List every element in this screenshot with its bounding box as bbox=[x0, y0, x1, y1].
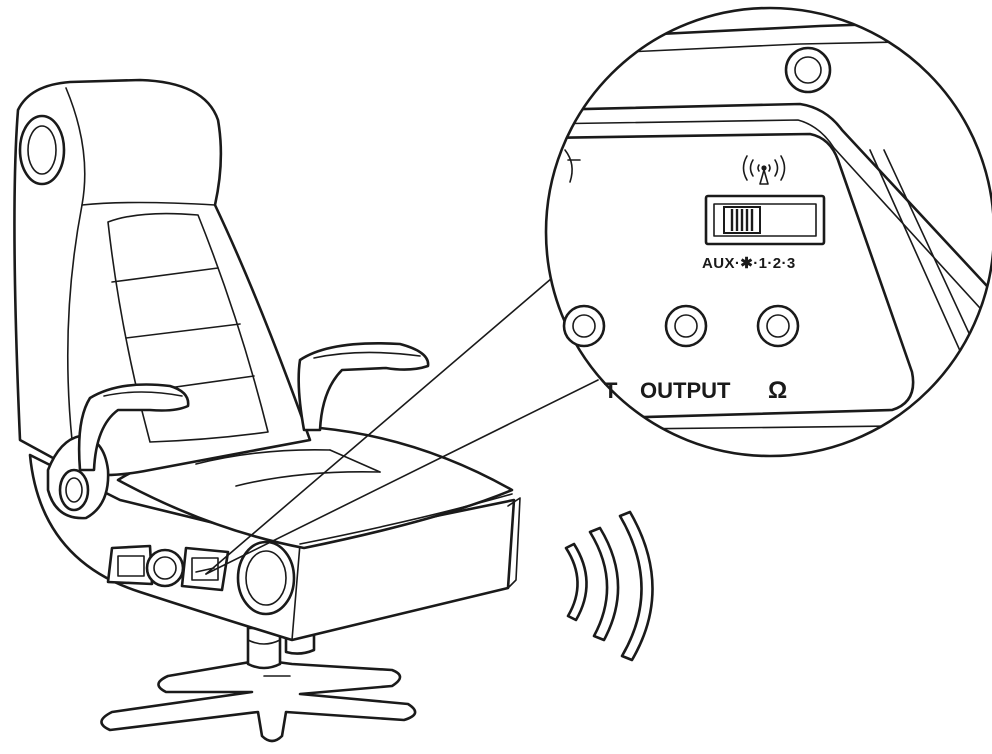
chair-base bbox=[100, 658, 417, 743]
selector-switch-knob[interactable] bbox=[723, 206, 761, 234]
switch-position-labels: AUX·✱·1·2·3 bbox=[702, 255, 796, 272]
output-label: OUTPUT bbox=[640, 378, 731, 403]
input-jack[interactable] bbox=[562, 304, 606, 348]
chair-top-speaker bbox=[18, 114, 66, 186]
selector-switch[interactable] bbox=[704, 194, 826, 246]
chair-armrest-right bbox=[297, 342, 430, 432]
headphone-icon: Ω bbox=[768, 377, 787, 404]
chair-armrest-left bbox=[77, 383, 190, 472]
headphone-jack[interactable] bbox=[756, 304, 800, 348]
zoom-callout-lines bbox=[205, 277, 599, 575]
chair-front-speaker bbox=[236, 540, 296, 616]
panel-screw bbox=[784, 46, 832, 94]
bluetooth-signal-waves bbox=[564, 510, 654, 662]
wireless-signal-icon bbox=[742, 155, 786, 185]
gaming-chair bbox=[13, 78, 521, 743]
chair-control-panel bbox=[106, 544, 230, 592]
input-label-partial: T bbox=[604, 378, 618, 403]
output-jack[interactable] bbox=[664, 304, 708, 348]
